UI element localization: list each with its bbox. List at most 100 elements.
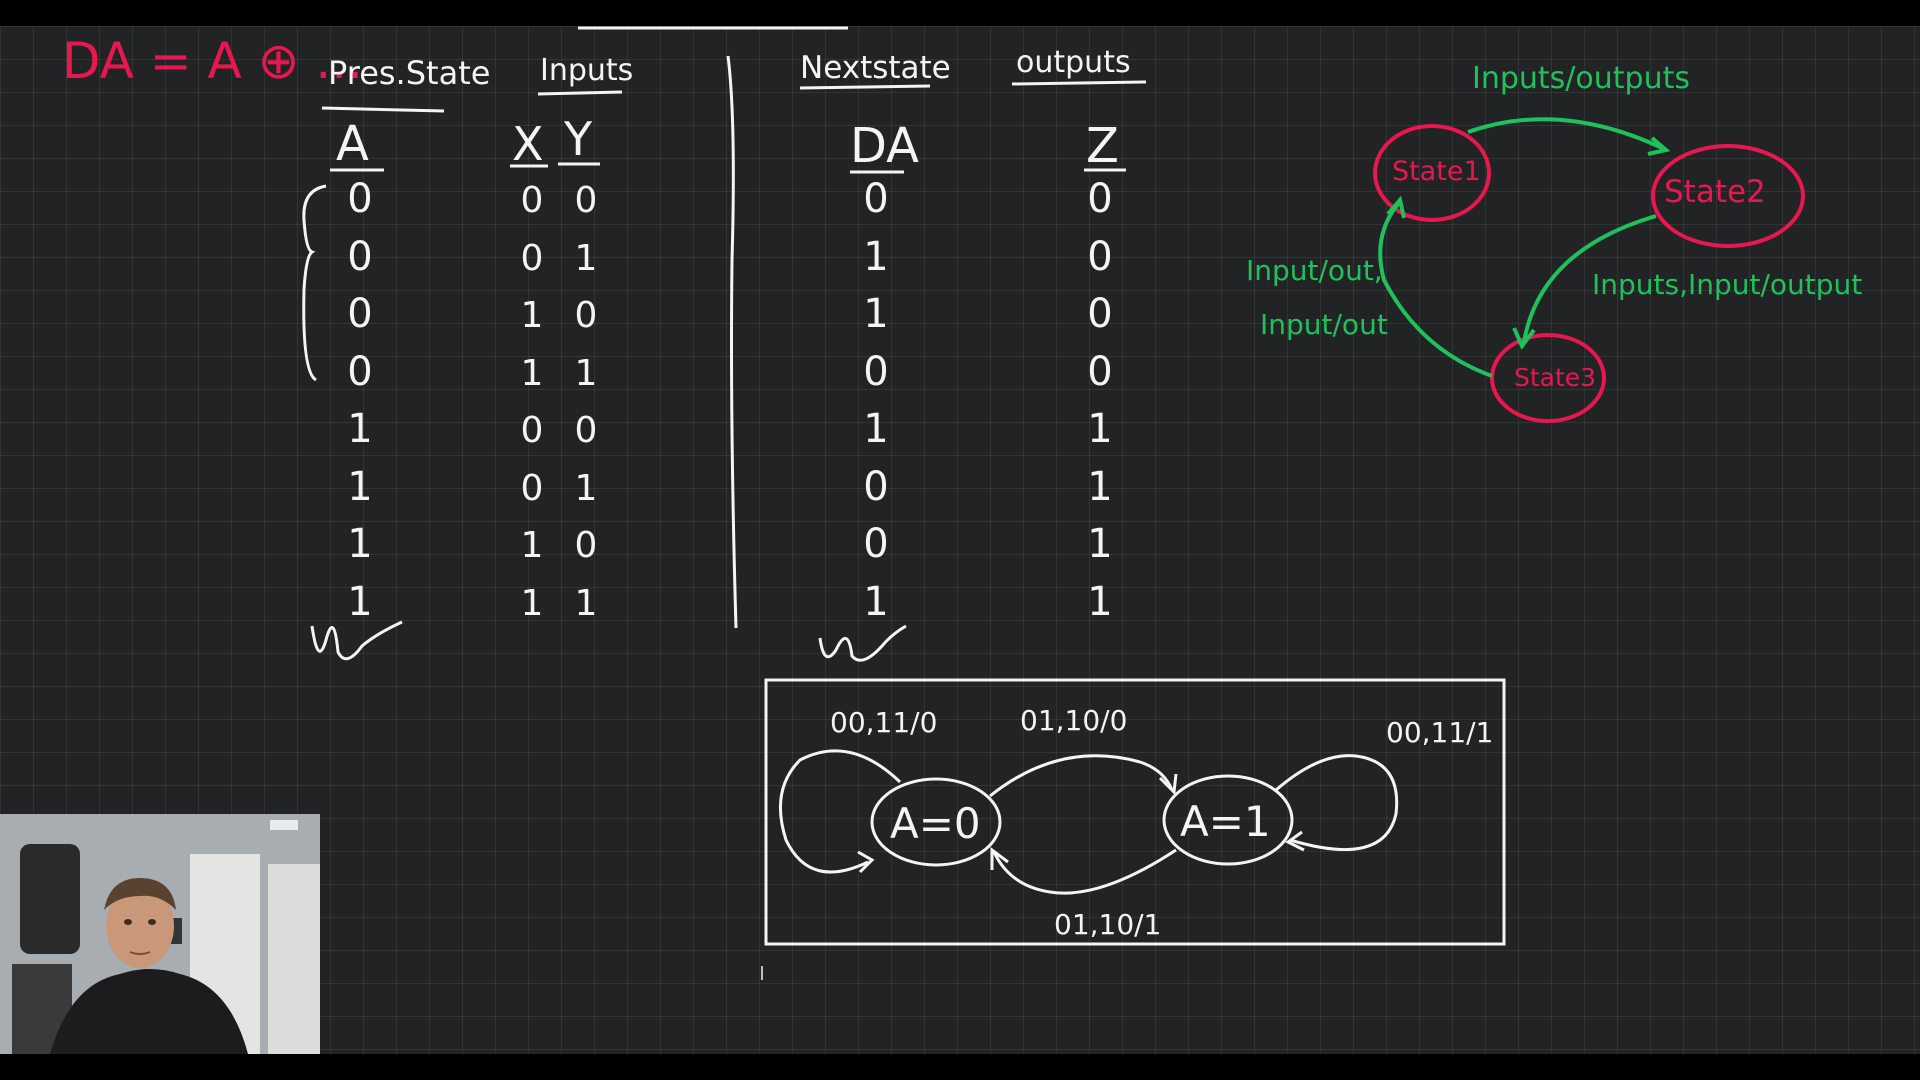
- header-inputs-underline: [537, 90, 623, 96]
- cell-z-row-3: 0: [1087, 349, 1112, 395]
- cell-z-row-1: 0: [1087, 234, 1112, 280]
- cell-y-row-5: 1: [575, 468, 598, 509]
- cell-a-row-3: 0: [347, 349, 372, 395]
- col-DA: DA: [850, 118, 919, 174]
- webcam-scene: [0, 814, 320, 1054]
- cell-da-row-6: 0: [863, 521, 888, 567]
- cell-y-row-6: 0: [575, 525, 598, 566]
- state1-node: [1373, 124, 1491, 222]
- cell-z-row-7: 1: [1087, 579, 1112, 625]
- cell-y-row-2: 0: [575, 295, 598, 336]
- state-a0-node: [870, 777, 1002, 867]
- cell-a-row-5: 1: [347, 464, 372, 510]
- whiteboard-canvas: DA = A ⊕ ... Pres.State Inputs Nextstate…: [0, 26, 1920, 1054]
- header-present-state: Pres.State: [328, 54, 490, 92]
- cell-a-row-6: 1: [347, 521, 372, 567]
- cell-a-row-2: 0: [347, 291, 372, 337]
- col-A: A: [336, 116, 369, 172]
- cell-a-row-0: 0: [347, 176, 372, 222]
- cell-y-row-4: 0: [575, 410, 598, 451]
- cell-a-row-1: 0: [347, 234, 372, 280]
- arrow-s3-to-s1: [1378, 202, 1493, 378]
- label-s2-to-s3: Inputs,Input/output: [1592, 268, 1862, 301]
- cell-z-row-4: 1: [1087, 406, 1112, 452]
- arrowhead-s3-to-s1: [1386, 195, 1406, 219]
- label-self-a1: 00,11/1: [1386, 716, 1493, 749]
- header-next-state: Nextstate: [800, 50, 951, 86]
- equation-text: DA = A ⊕ ...: [62, 32, 363, 90]
- cell-x-row-1: 0: [521, 238, 544, 279]
- cell-da-row-0: 0: [863, 176, 888, 222]
- arrowhead-a0-to-a1: [1158, 773, 1178, 796]
- self-loop-a1-arrowhead: [1285, 830, 1305, 852]
- cell-a-row-4: 1: [347, 406, 372, 452]
- arrowhead-a1-to-a0: [990, 847, 1009, 870]
- cell-x-row-4: 0: [521, 410, 544, 451]
- self-loop-a0-arrowhead: [857, 850, 875, 874]
- cell-da-row-7: 1: [863, 579, 888, 625]
- cell-z-row-2: 0: [1087, 291, 1112, 337]
- arrow-s1-to-s2: [1467, 117, 1663, 150]
- self-loop-a1: [1275, 754, 1399, 852]
- cell-da-row-2: 1: [863, 291, 888, 337]
- state-a1-node: [1162, 774, 1294, 866]
- grouping-brace: [302, 184, 327, 382]
- col-X: X: [512, 117, 544, 171]
- cell-x-row-6: 1: [521, 525, 544, 566]
- cell-x-row-5: 0: [521, 468, 544, 509]
- cell-da-row-4: 1: [863, 406, 888, 452]
- header-outputs: outputs: [1016, 45, 1131, 80]
- cell-da-row-1: 1: [863, 234, 888, 280]
- arrowhead-s1-to-s2: [1647, 136, 1671, 156]
- label-a0-to-a1: 01,10/0: [1020, 704, 1127, 737]
- arrow-a0-to-a1: [989, 754, 1174, 798]
- header-present-state-underline: [321, 106, 445, 113]
- cell-y-row-1: 1: [575, 238, 598, 279]
- col-Y: Y: [563, 112, 593, 166]
- cell-x-row-2: 1: [521, 295, 544, 336]
- state1-label: State1: [1392, 156, 1481, 187]
- cell-z-row-0: 0: [1087, 176, 1112, 222]
- label-a1-to-a0: 01,10/1: [1054, 908, 1161, 941]
- label-s3-to-s1-line2: Input/out: [1260, 308, 1388, 341]
- state3-node: [1490, 333, 1606, 423]
- header-inputs: Inputs: [540, 53, 633, 88]
- state2-label: State2: [1664, 174, 1766, 210]
- cell-y-row-0: 0: [575, 180, 598, 221]
- generic-diagram-title: Inputs/outputs: [1472, 61, 1690, 96]
- cell-z-row-5: 1: [1087, 464, 1112, 510]
- table-divider-line: [726, 55, 738, 629]
- person-face: [106, 884, 174, 968]
- label-s3-to-s1-line1: Input/out,: [1246, 254, 1383, 287]
- cell-x-row-7: 1: [521, 583, 544, 624]
- label-self-a0: 00,11/0: [830, 706, 937, 739]
- header-next-state-underline: [799, 84, 931, 90]
- person-torso: [50, 969, 248, 1054]
- door-right: [268, 864, 320, 1054]
- state-a0-label: A=0: [890, 799, 981, 848]
- arrow-a1-to-a0: [992, 848, 1177, 895]
- arrow-s2-to-s3: [1522, 214, 1657, 343]
- whiteboard-drawing: DA = A ⊕ ... Pres.State Inputs Nextstate…: [62, 26, 1862, 980]
- squiggle-mark-right: [818, 624, 907, 662]
- cell-da-row-3: 0: [863, 349, 888, 395]
- col-Z: Z: [1086, 118, 1119, 174]
- state2-node: [1651, 144, 1805, 248]
- cell-a-row-7: 1: [347, 579, 372, 625]
- state3-label: State3: [1514, 363, 1596, 392]
- cell-da-row-5: 0: [863, 464, 888, 510]
- state-diagram-box: [764, 678, 1506, 946]
- cell-y-row-7: 1: [575, 583, 598, 624]
- cell-y-row-3: 1: [575, 353, 598, 394]
- header-outputs-underline: [1011, 80, 1147, 86]
- self-loop-a0: [779, 749, 902, 874]
- cell-x-row-0: 0: [521, 180, 544, 221]
- person-hair: [104, 878, 176, 910]
- arrowhead-s2-to-s3: [1512, 327, 1536, 350]
- cell-x-row-3: 1: [521, 353, 544, 394]
- webcam-overlay: [0, 814, 320, 1054]
- backpack: [20, 844, 80, 954]
- cell-z-row-6: 1: [1087, 521, 1112, 567]
